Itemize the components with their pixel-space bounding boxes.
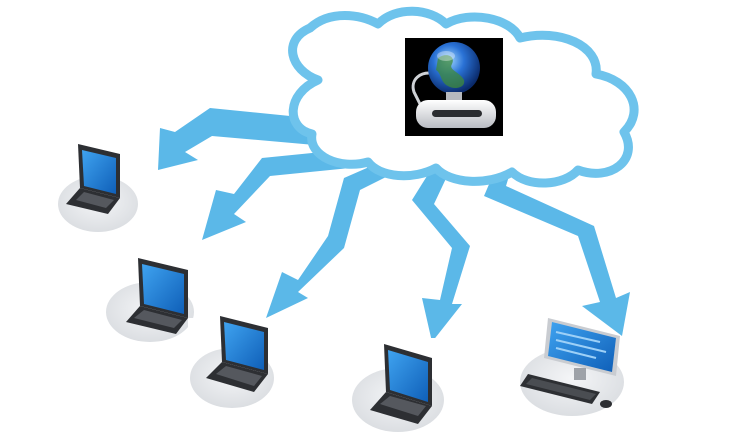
globe-server-icon <box>405 38 503 136</box>
connection-arrow <box>484 166 630 336</box>
laptop-icon <box>350 338 458 442</box>
connection-arrow <box>202 150 350 240</box>
connection-arrow <box>266 164 396 318</box>
laptop-icon <box>106 258 194 342</box>
laptop-icon <box>58 144 158 242</box>
connection-arrow <box>158 108 330 170</box>
laptop-icon <box>188 316 280 410</box>
connection-arrow <box>412 168 470 342</box>
connection-arrows <box>158 108 630 342</box>
desktop-computer-icon <box>520 318 624 416</box>
devices <box>58 144 624 442</box>
